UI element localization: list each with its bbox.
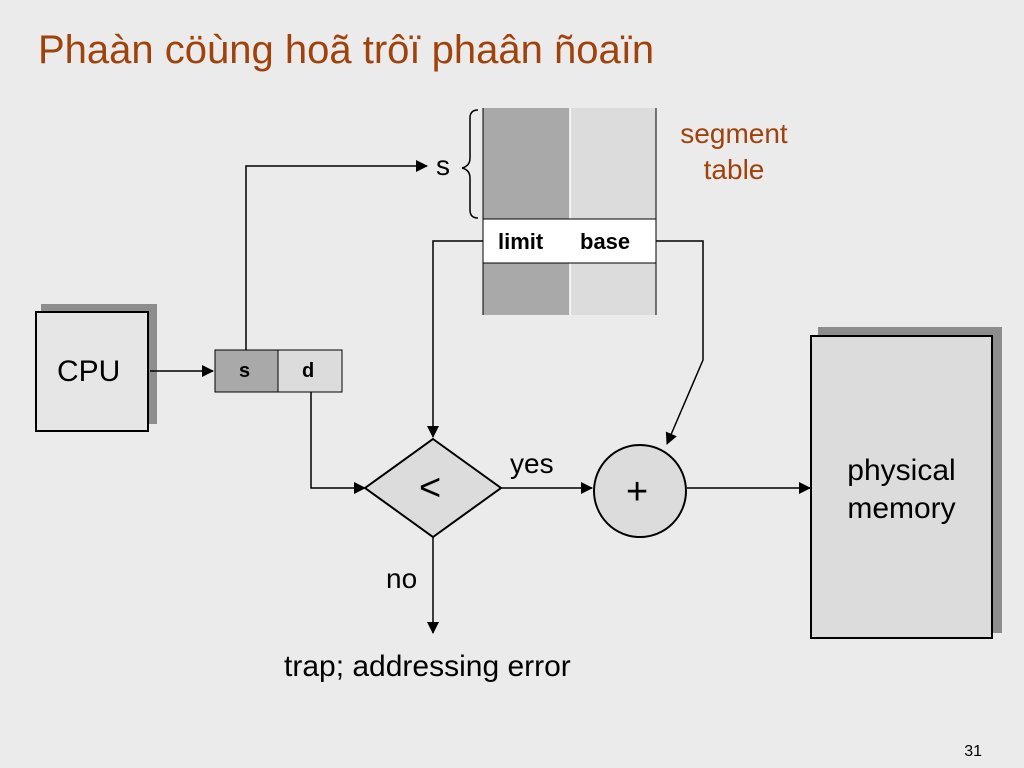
arrow-s-to-segment-table bbox=[245, 160, 428, 350]
physical-memory-label: physical memory bbox=[811, 452, 992, 528]
segment-table-top-limit-cell bbox=[483, 108, 570, 219]
arrow-base-to-adder bbox=[656, 240, 704, 445]
physical-memory-label-line2: memory bbox=[847, 492, 956, 525]
cpu-label: CPU bbox=[57, 355, 121, 388]
segment-table-bottom-base-cell bbox=[570, 263, 656, 315]
segment-index-brace bbox=[461, 109, 479, 219]
address-s-label: s bbox=[239, 360, 251, 382]
physical-memory-box bbox=[810, 335, 993, 639]
cpu-box bbox=[35, 311, 149, 432]
slide-title: Phaàn cöùng hoã trôï phaân ñoaïn bbox=[38, 28, 655, 72]
address-d-label: d bbox=[302, 360, 315, 382]
adder-circle bbox=[593, 444, 687, 538]
comparator-symbol: < bbox=[419, 467, 442, 509]
segment-table-bottom-limit-cell bbox=[483, 263, 570, 315]
address-d-cell bbox=[277, 349, 343, 393]
physical-memory-label-line1: physical bbox=[847, 454, 956, 487]
slide-page-number: 31 bbox=[964, 743, 982, 760]
segment-table-caption-line1: segment bbox=[680, 118, 788, 149]
segment-table-base-label: base bbox=[580, 229, 631, 254]
segment-index-label: s bbox=[436, 150, 450, 181]
adder-symbol: + bbox=[626, 471, 649, 513]
segment-table-top-base-cell bbox=[570, 108, 656, 219]
segment-table-caption-line2: table bbox=[703, 154, 765, 185]
no-label: no bbox=[386, 563, 418, 594]
trap-label: trap; addressing error bbox=[284, 650, 571, 683]
yes-label: yes bbox=[510, 448, 554, 479]
segment-table-caption: segment table bbox=[664, 116, 804, 188]
arrow-limit-to-comparator bbox=[427, 240, 483, 438]
segment-table-limit-label: limit bbox=[498, 229, 544, 254]
arrow-offset-to-comparator bbox=[310, 392, 366, 494]
